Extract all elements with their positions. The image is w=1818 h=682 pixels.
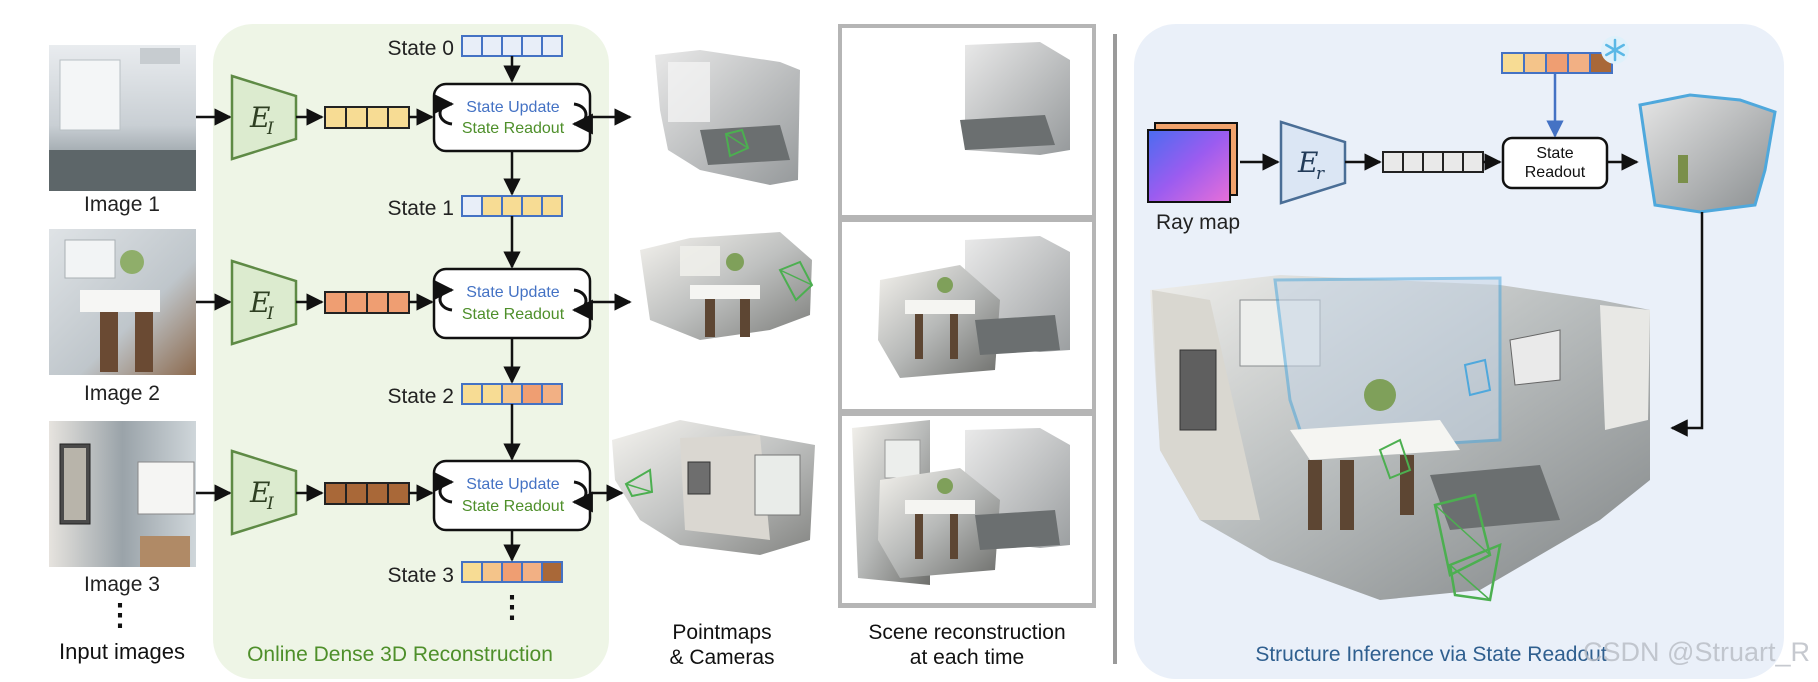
state-2-tokens — [461, 383, 563, 405]
svg-text:I: I — [266, 304, 274, 324]
state-3-label: State 3 — [387, 564, 454, 587]
state-0-tokens — [461, 35, 563, 57]
pointmaps-caption-line2: & Cameras — [669, 646, 774, 669]
pointmaps-caption-line1: Pointmaps — [672, 621, 771, 644]
image-1-label: Image 1 — [84, 193, 160, 216]
state-2-label: State 2 — [387, 385, 454, 408]
image-2-label: Image 2 — [84, 382, 160, 405]
pointmap-3 — [612, 420, 815, 555]
ray-tokens — [1382, 151, 1484, 173]
svg-text:State Readout: State Readout — [462, 306, 565, 323]
svg-text:State Update: State Update — [466, 99, 560, 116]
image-tokens-3 — [324, 482, 410, 505]
svg-text:Readout: Readout — [1525, 164, 1586, 181]
ray-encoder: E r — [1279, 120, 1347, 205]
pointmap-1 — [655, 50, 800, 185]
circular-arrow-icon — [571, 480, 593, 513]
camera-frustum-icon — [1378, 438, 1412, 480]
svg-text:I: I — [266, 119, 274, 139]
online-reconstruction-caption: Online Dense 3D Reconstruction — [247, 643, 553, 666]
circular-arrow-icon — [571, 288, 593, 321]
svg-text:State Update: State Update — [466, 476, 560, 493]
svg-text:E: E — [249, 476, 270, 509]
circular-arrow-icon — [433, 471, 455, 504]
image-tokens-2 — [324, 291, 410, 314]
full-scene-reconstruction — [1150, 275, 1650, 602]
state-0-label: State 0 — [387, 37, 454, 60]
state-1-tokens — [461, 195, 563, 217]
images-ellipsis: ⋮ — [105, 599, 135, 632]
image-encoder-2: E I — [230, 259, 298, 346]
camera-frustum-icon — [1463, 358, 1492, 397]
circular-arrow-icon — [433, 93, 455, 126]
input-image-2 — [49, 229, 196, 375]
scene-frame-2 — [842, 222, 1092, 409]
svg-text:I: I — [266, 494, 274, 514]
input-image-3 — [49, 421, 196, 567]
camera-frustum-icon — [778, 260, 814, 302]
image-encoder-1: E I — [230, 74, 298, 161]
state-readout-box: State Readout — [1501, 136, 1609, 190]
structure-inference-caption: Structure Inference via State Readout — [1255, 643, 1607, 666]
update-readout-box-3: State Update State Readout — [432, 459, 593, 532]
camera-frustum-icon — [1433, 493, 1492, 577]
input-images-caption: Input images — [59, 639, 185, 664]
update-readout-box-2: State Update State Readout — [432, 267, 593, 340]
svg-text:r: r — [1316, 164, 1325, 184]
image-3-label: Image 3 — [84, 573, 160, 596]
image-tokens-1 — [324, 106, 410, 129]
circular-arrow-icon — [571, 102, 593, 135]
scene-frame-3 — [842, 416, 1092, 603]
snowflake-icon — [1601, 36, 1629, 64]
circular-arrow-icon — [433, 279, 455, 312]
scene-caption-line2: at each time — [910, 646, 1024, 669]
state-1-label: State 1 — [387, 197, 454, 220]
svg-text:E: E — [249, 101, 270, 134]
camera-frustum-icon — [624, 468, 654, 498]
ray-map — [1147, 122, 1238, 203]
svg-text:E: E — [249, 286, 270, 319]
pointmap-2 — [640, 232, 814, 340]
svg-text:State: State — [1536, 145, 1573, 162]
input-image-1 — [49, 45, 196, 191]
svg-text:State Readout: State Readout — [462, 120, 565, 137]
arrow-structure-merge — [1670, 212, 1704, 437]
update-readout-box-1: State Update State Readout — [432, 82, 593, 153]
image-encoder-3: E I — [230, 449, 298, 536]
states-ellipsis: ⋮ — [497, 591, 527, 624]
svg-text:State Update: State Update — [466, 284, 560, 301]
scene-caption-line1: Scene reconstruction — [868, 621, 1065, 644]
inferred-structure-pointcloud — [1638, 93, 1777, 214]
state-3-tokens — [461, 561, 563, 583]
camera-frustum-icon — [1448, 543, 1502, 602]
scene-frame-1 — [842, 28, 1092, 215]
ray-map-label: Ray map — [1156, 211, 1240, 234]
camera-frustum-icon — [724, 128, 750, 158]
frozen-state-tokens — [1501, 52, 1613, 74]
svg-text:E: E — [1297, 146, 1318, 179]
watermark: CSDN @Struart_R — [1583, 637, 1810, 667]
svg-text:State Readout: State Readout — [462, 498, 565, 515]
